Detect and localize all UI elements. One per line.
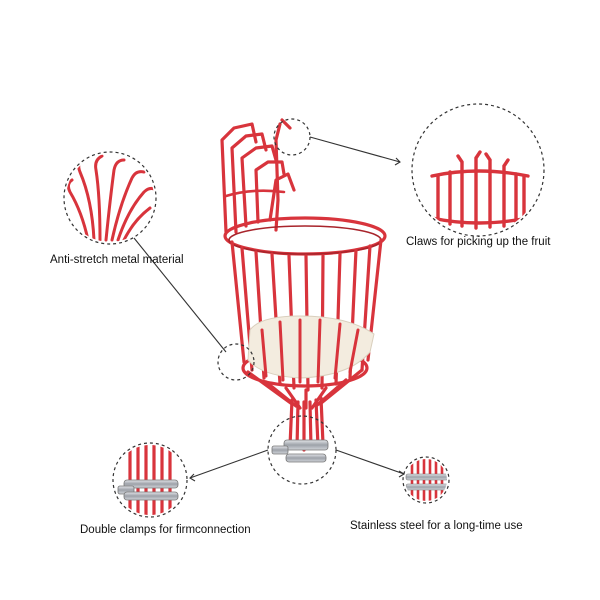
detail-double-clamps — [117, 445, 179, 515]
callout-lines — [133, 136, 406, 482]
claws-label: Claws for picking up the fruit — [406, 236, 551, 248]
detail-metal-wires — [66, 154, 154, 242]
fruit-picker-basket — [220, 118, 387, 452]
detail-claws — [430, 150, 530, 230]
stainless-steel-label: Stainless steel for a long-time use — [350, 520, 523, 532]
callout-circle-material — [63, 151, 157, 245]
double-clamps-label: Double clamps for firmconnection — [80, 524, 251, 536]
callout-circle-clamps — [112, 442, 188, 518]
detail-stainless-steel — [405, 459, 447, 501]
neck-clamp — [271, 439, 329, 463]
anti-stretch-label: Anti-stretch metal material — [50, 254, 184, 266]
callout-circle-claws — [411, 103, 545, 237]
marker-pad-edge — [217, 343, 255, 381]
callout-circle-steel — [402, 456, 450, 504]
